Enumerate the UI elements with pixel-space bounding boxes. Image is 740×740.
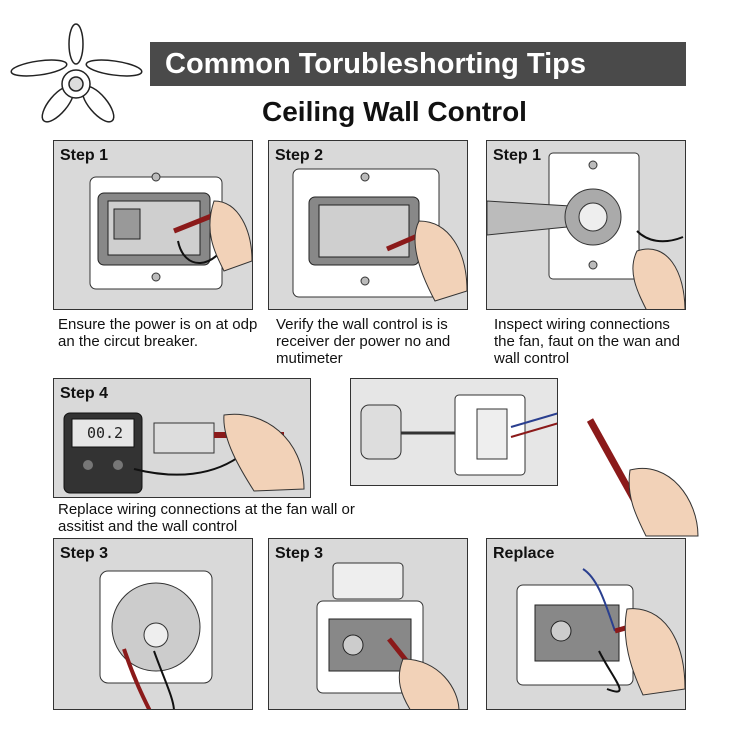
hand-with-probe-illustration [586, 418, 699, 537]
panel-label: Step 2 [275, 147, 324, 164]
wiring-panel [350, 378, 558, 486]
step-panel-2: Step 2 [268, 140, 468, 310]
panel-label: Step 1 [493, 147, 542, 164]
step-panel-6: Step 3 [268, 538, 468, 710]
wall-plate-illustration [89, 172, 252, 290]
caption-step-2: Verify the wall control is is receiver d… [276, 316, 451, 367]
fan-housing-illustration [99, 570, 213, 709]
step-panel-1: Step 1 [53, 140, 253, 310]
step-panel-5: Step 3 [53, 538, 253, 710]
panel-label: Replace [493, 545, 555, 562]
panel-label: Step 3 [275, 545, 324, 562]
panel-label: Step 4 [60, 385, 109, 402]
switch-box-illustration [316, 562, 460, 709]
step-panel-7: Replace [486, 538, 686, 710]
page-subtitle: Ceiling Wall Control [262, 96, 527, 127]
step-panel-3: Step 1 [486, 140, 686, 310]
wall-plate-illustration [292, 168, 467, 302]
caption-step-3: Inspect wiring connections the fan, faut… [494, 316, 680, 367]
caption-step-1: Ensure the power is on at odp an the cir… [58, 316, 258, 350]
step-panel-4: Step 4 00.2 [53, 378, 311, 498]
meter-display: 00.2 [86, 424, 124, 442]
caption-step-4: Replace wiring connections at the fan wa… [58, 501, 355, 535]
title-banner [150, 42, 686, 86]
wiring-illustration [360, 394, 557, 476]
ceiling-fan-icon [10, 23, 143, 123]
fan-mount-illustration [487, 152, 685, 309]
panel-label: Step 3 [60, 545, 109, 562]
replace-switch-illustration [516, 568, 685, 696]
page-title: Common Torubleshorting Tips [165, 48, 587, 80]
multimeter-illustration [63, 412, 305, 494]
panel-label: Step 1 [60, 147, 109, 164]
